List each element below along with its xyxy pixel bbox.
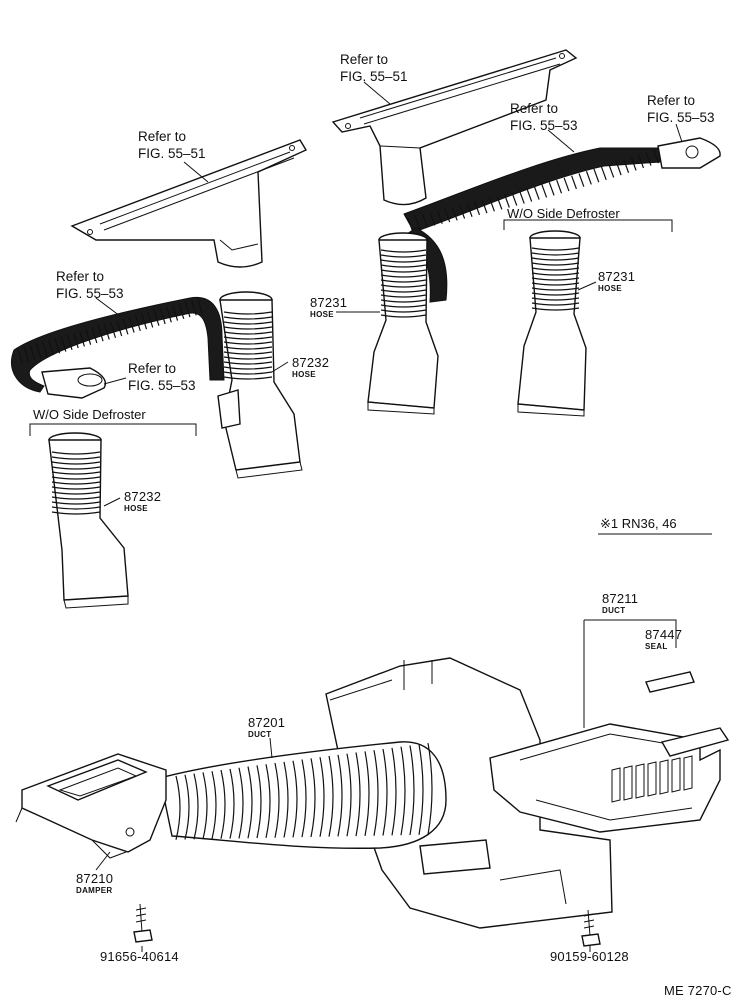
part-label-90159-60128: 90159-60128 [550,949,629,964]
hose-87232-left [48,432,129,609]
bolt-91656 [133,903,153,943]
hose-87232-center [217,291,303,479]
duct-87201 [159,741,447,849]
bracket-wo-left [29,423,197,436]
bracket-wo-right [503,219,673,232]
model-note: ※1 RN36, 46 [600,516,677,531]
defroster-nozzle-left [70,139,308,268]
seal-87447 [645,671,695,693]
group-wo-side-defroster-right: W/O Side Defroster [507,206,620,221]
group-wo-side-defroster-left: W/O Side Defroster [33,407,146,422]
damper-87210 [15,753,167,859]
side-hose-right [403,137,721,303]
hose-87231-right [517,230,587,417]
figure-code: ME 7270-C [664,983,732,998]
hose-87231-center [367,232,439,415]
leader-lines [95,81,683,952]
bracket-87211 [583,619,677,728]
defroster-nozzle-right [331,49,578,206]
side-hose-left [11,296,225,399]
part-label-91656-40614: 91656-40614 [100,949,179,964]
duct-87211 [489,723,730,833]
heater-unit [325,657,613,929]
bolt-90159 [581,909,601,947]
